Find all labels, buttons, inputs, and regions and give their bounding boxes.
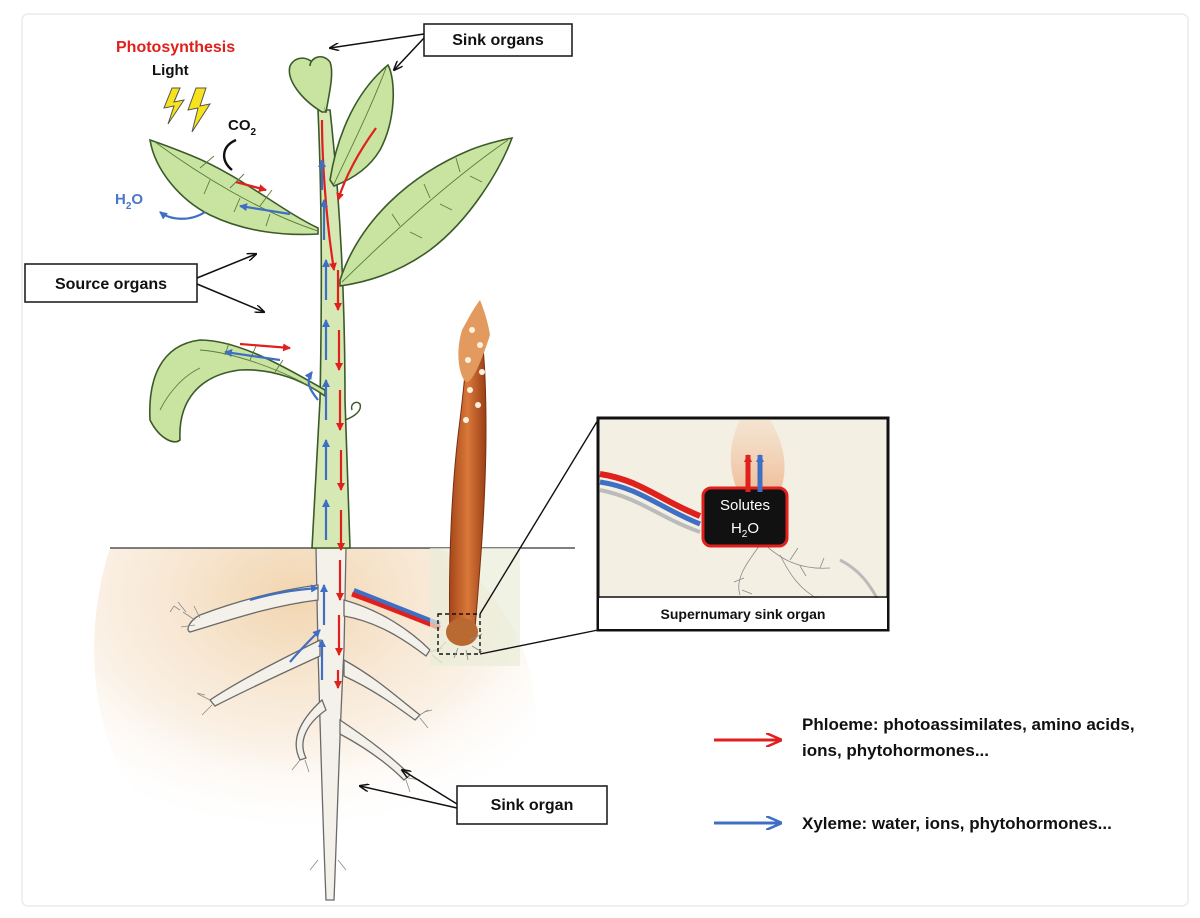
- light-bolt-icon: [163, 87, 212, 133]
- callout-pointers: [196, 33, 458, 809]
- h2o-h: H: [115, 191, 126, 208]
- zoom-connector-bottom: [479, 629, 599, 655]
- legend-xylem: Xyleme: water, ions, phytohormones...: [802, 814, 1112, 833]
- solutes-label: Solutes: [720, 497, 770, 514]
- callout-sink-organs-top: [423, 23, 573, 57]
- callout-source-organs: [24, 263, 198, 303]
- callout-sink-organ-bottom: [456, 785, 608, 825]
- inset-panel: [596, 416, 890, 632]
- zoom-connector-top: [479, 419, 599, 615]
- legend-phloem-line1: Phloeme: photoassimilates, amino acids,: [802, 715, 1135, 734]
- inset-h2o-h: H: [731, 520, 742, 537]
- figure-frame: [21, 13, 1189, 907]
- light-label: Light: [152, 62, 189, 79]
- sink-organs-top-label: Sink organs: [452, 32, 544, 49]
- sink-organ-bottom-label: Sink organ: [491, 797, 574, 814]
- h2o-o: O: [131, 191, 143, 208]
- source-organs-label: Source organs: [55, 276, 167, 293]
- legend: Phloeme: photoassimilates, amino acids, …: [714, 715, 1135, 833]
- solutes-box: [701, 486, 789, 548]
- co2-main: CO: [228, 117, 251, 134]
- co2-arrow: [223, 138, 237, 171]
- co2-label: CO2: [228, 117, 257, 138]
- co2-subscript: 2: [251, 127, 257, 138]
- inset-h2o-o: O: [747, 520, 759, 537]
- h2o-label: H2O: [115, 191, 143, 212]
- zoom-region-box: [437, 613, 481, 655]
- photosynthesis-label: Photosynthesis: [116, 39, 235, 56]
- inset-caption: Supernumary sink organ: [661, 606, 826, 622]
- inset-h2o-subscript: 2: [742, 529, 748, 540]
- legend-phloem-line2: ions, phytohormones...: [802, 741, 989, 760]
- stem: [311, 109, 351, 549]
- inset-h2o-label: H2O: [731, 520, 759, 540]
- root-system: [169, 547, 447, 901]
- parasite-plant: [430, 300, 520, 666]
- h2o-subscript: 2: [126, 201, 132, 212]
